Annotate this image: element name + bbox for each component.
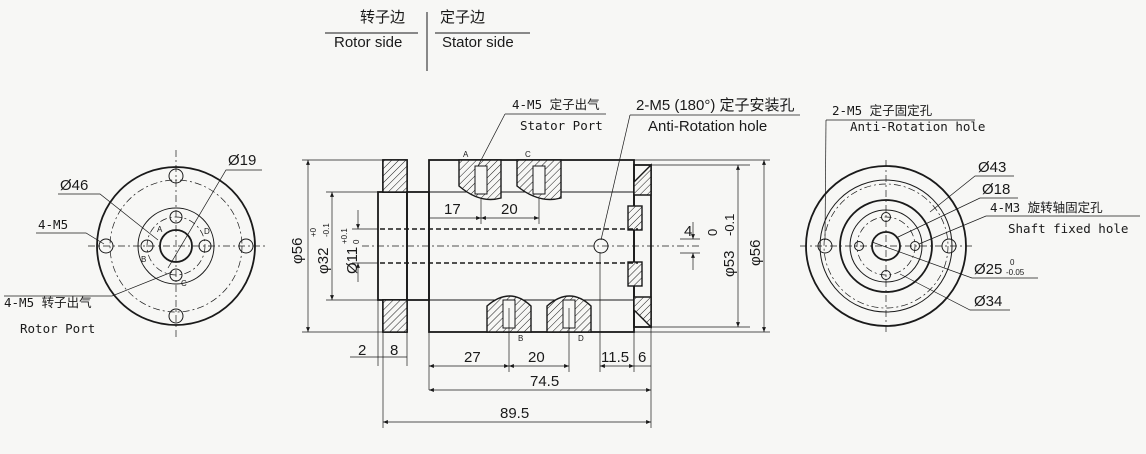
left-end-view: A B C D Ø46 Ø19 4-M5 4-M5 转子出气 Rotor Por… (4, 150, 268, 340)
dia-56-left: φ56 (289, 238, 306, 264)
dim-11-5: 11.5 (601, 349, 629, 366)
dia-53-tol-low: -0.1 (722, 214, 737, 236)
dia-11-tol-up: +0.1 (340, 228, 349, 244)
left-port-d: D (204, 227, 210, 236)
left-rotor-port-cn: 4-M5 转子出气 (4, 295, 92, 310)
dia-25: Ø25 (974, 261, 1002, 278)
legend-rotor-cn: 转子边 (360, 9, 405, 26)
stator-port-en: Stator Port (520, 118, 603, 133)
side-port-d: D (578, 334, 584, 343)
right-bore (871, 231, 901, 261)
left-port-c: C (181, 279, 187, 288)
stator-end-top-hatch (633, 163, 652, 196)
dim-4: 4 (684, 223, 692, 240)
rotor-flange-top-hatch (382, 159, 408, 193)
dia-11-tol-low: 0 (352, 239, 361, 244)
dim-89-5: 89.5 (500, 405, 529, 422)
left-dia-19: Ø19 (228, 152, 256, 169)
dia-18: Ø18 (982, 181, 1010, 198)
dia-32: φ32 (315, 248, 332, 274)
stator-port-cn: 4-M5 定子出气 (512, 97, 600, 112)
left-port-a: A (157, 225, 163, 234)
side-section-view: A C B D 4-M5 定子出气 Stator Port 2-M5 (180°… (289, 97, 800, 428)
side-port-b: B (518, 334, 523, 343)
left-bore (159, 229, 193, 263)
dim-8: 8 (390, 342, 398, 359)
dia-53-tol-up: 0 (705, 229, 720, 236)
dim-74-5: 74.5 (530, 373, 559, 390)
left-rotor-port-en: Rotor Port (20, 321, 95, 336)
anti-rotation-en: Anti-Rotation hole (648, 118, 767, 135)
rotor-flange-bottom-hatch (382, 299, 408, 333)
side-port-c: C (525, 150, 531, 159)
dia-32-tol-up: +0 (309, 227, 318, 237)
stator-end-bottom-hatch (633, 296, 652, 329)
dia-11: Ø11 (344, 247, 361, 274)
legend-stator-cn: 定子边 (440, 9, 485, 26)
legend: 转子边 Rotor side 定子边 Stator side (325, 9, 530, 71)
dia-32-tol-low: -0.1 (322, 223, 331, 237)
dim-20-top: 20 (501, 201, 518, 218)
dim-27: 27 (464, 349, 481, 366)
dia-56-right: φ56 (747, 240, 764, 266)
dia-43: Ø43 (978, 159, 1006, 176)
left-dia-46: Ø46 (60, 177, 88, 194)
right-anti-rot-en: Anti-Rotation hole (850, 119, 985, 134)
shaft-hole-cn: 4-M3 旋转轴固定孔 (990, 200, 1103, 215)
shaft-hole-en: Shaft fixed hole (1008, 221, 1128, 236)
left-holes-4m5: 4-M5 (38, 217, 68, 232)
anti-rotation-cn: 2-M5 (180°) 定子安装孔 (636, 97, 795, 114)
dia-53: φ53 (721, 251, 738, 277)
dim-17: 17 (444, 201, 461, 218)
right-outer-circle (805, 165, 967, 327)
left-port-b: B (141, 255, 146, 264)
dim-2: 2 (358, 342, 366, 359)
dim-20-bottom: 20 (528, 349, 545, 366)
side-port-a: A (463, 150, 469, 159)
dia-34: Ø34 (974, 293, 1002, 310)
dia-25-tol-low: -0.05 (1006, 268, 1025, 277)
right-anti-rot-cn: 2-M5 定子固定孔 (832, 103, 933, 118)
left-outer-circle (96, 166, 256, 326)
dim-6: 6 (638, 349, 646, 366)
right-end-view: 2-M5 定子固定孔 Anti-Rotation hole Ø43 Ø18 4-… (800, 103, 1140, 335)
legend-stator-en: Stator side (442, 34, 514, 51)
legend-rotor-en: Rotor side (334, 34, 402, 51)
dia-25-tol-up: 0 (1010, 258, 1015, 267)
